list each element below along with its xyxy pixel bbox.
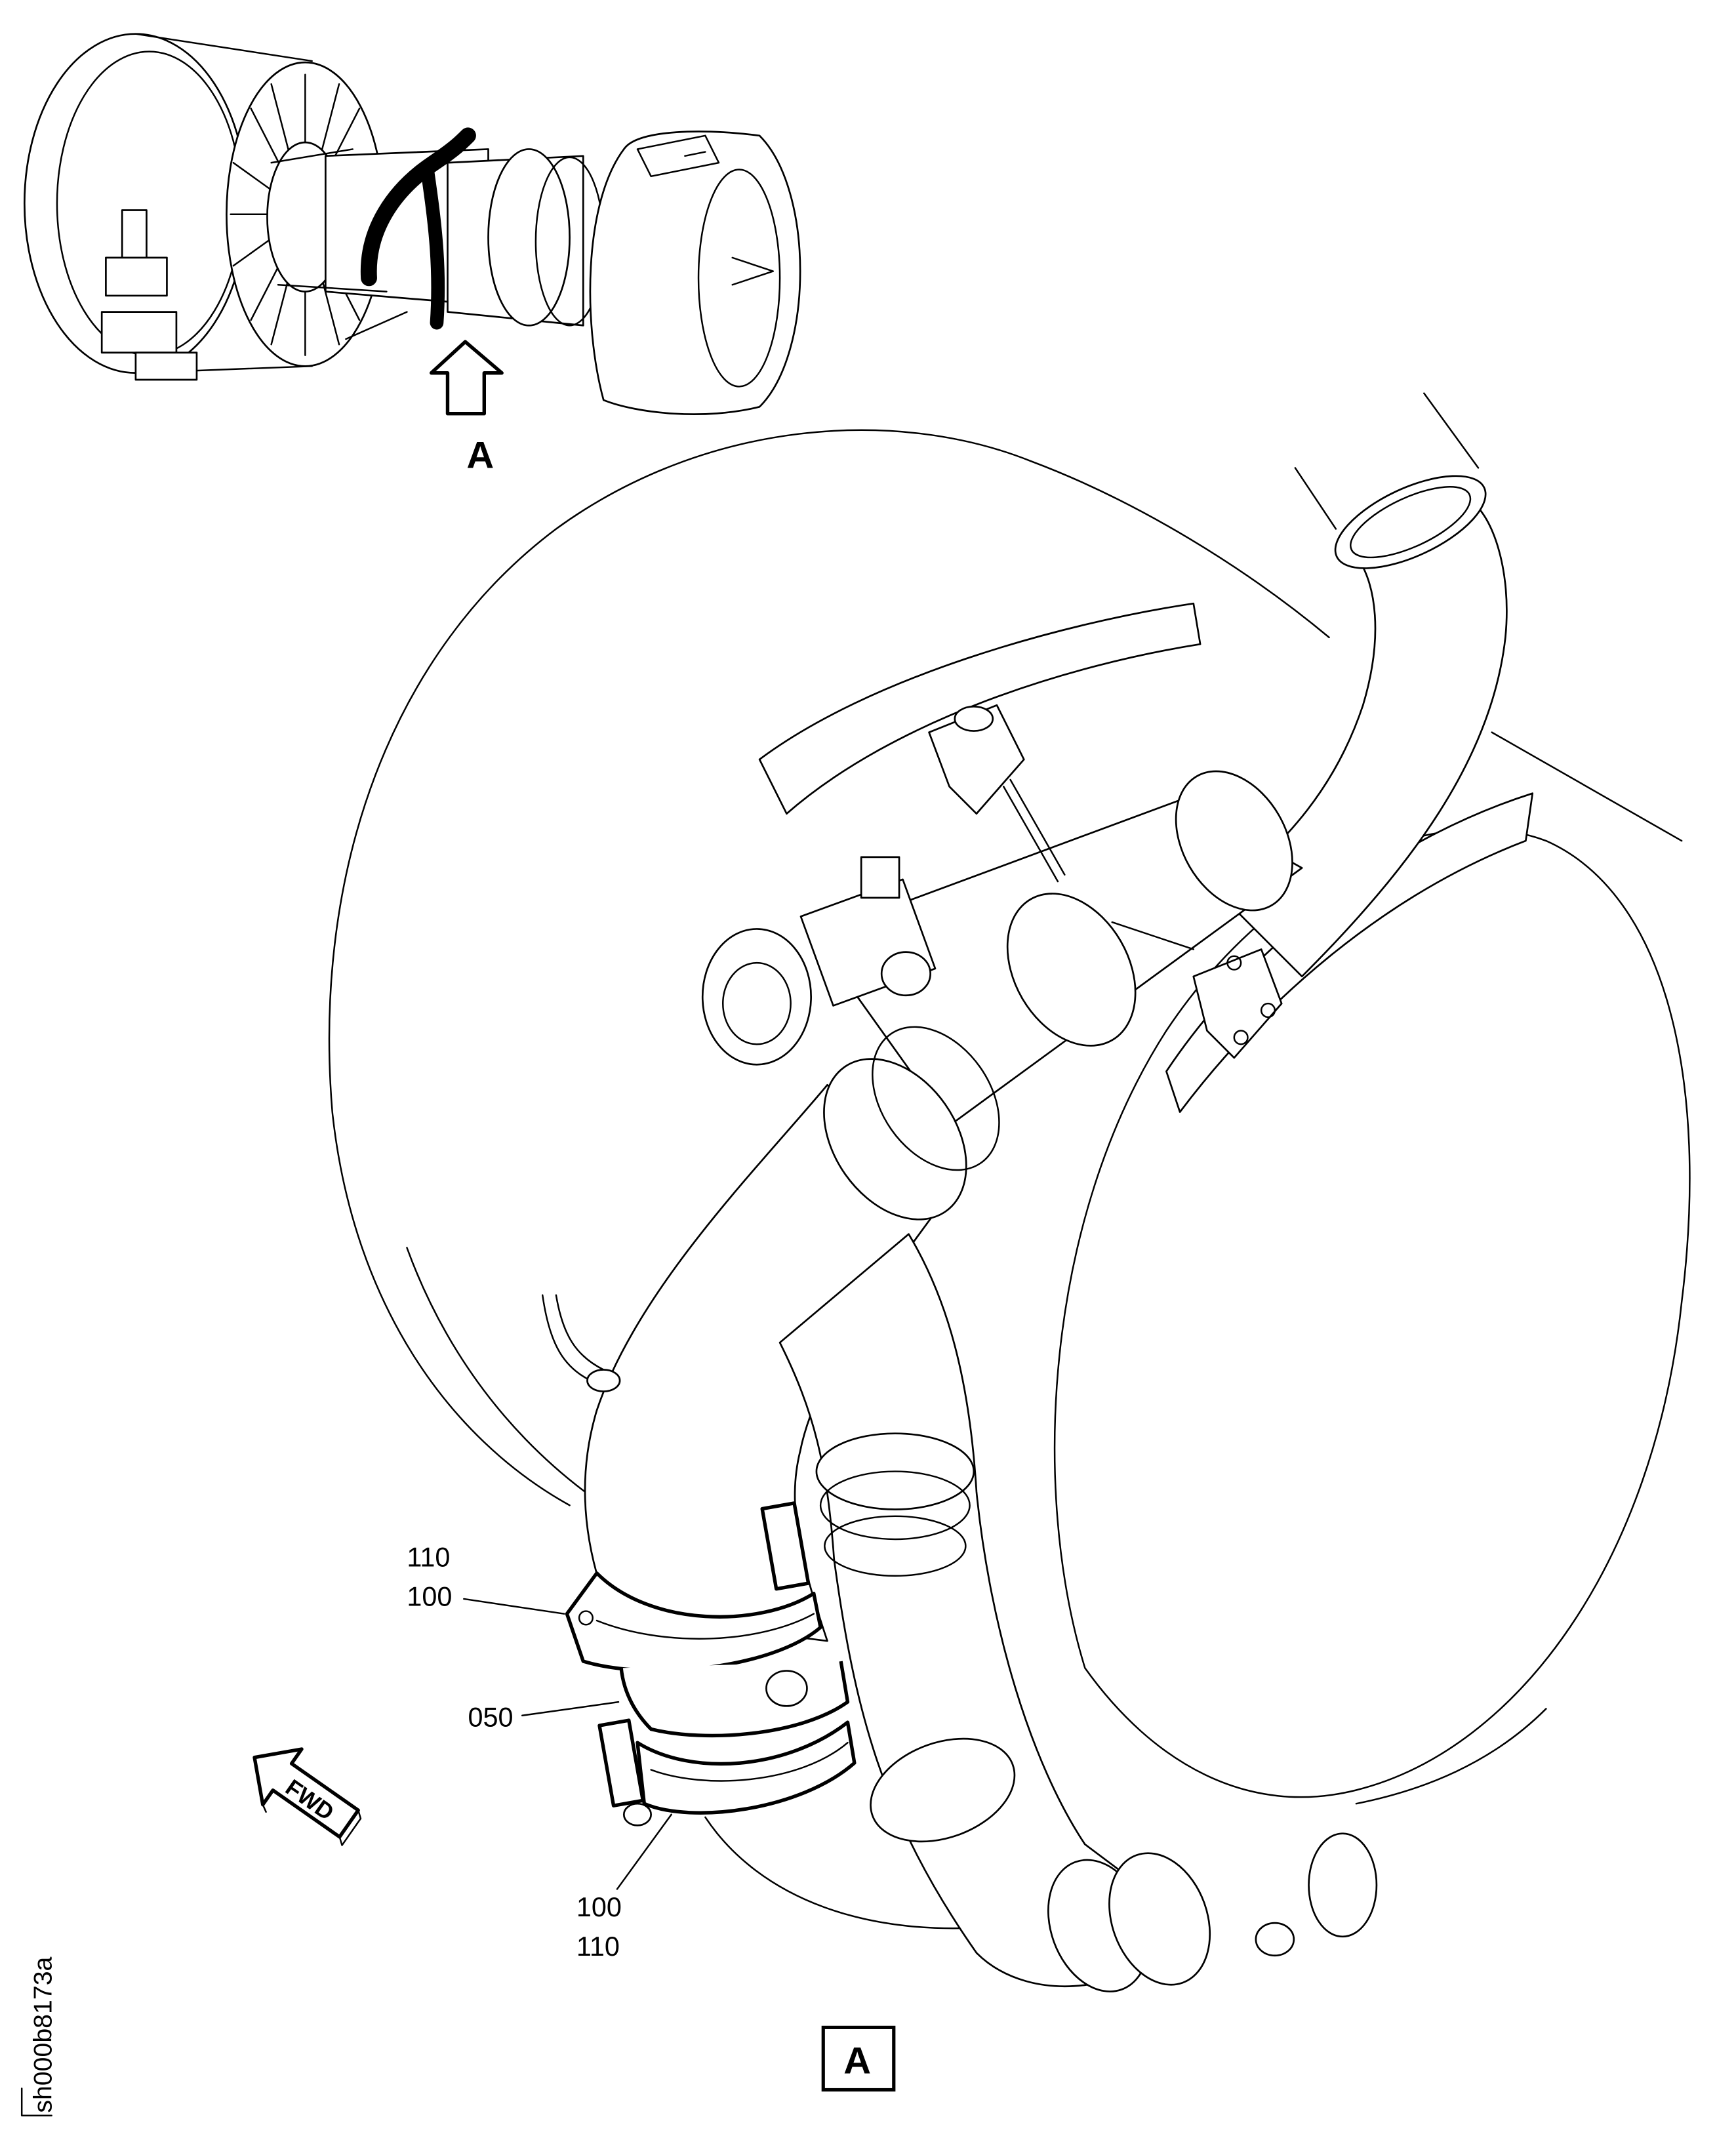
callout-upper-clamp-110: 110 [407, 1542, 450, 1572]
view-arrow-icon [429, 340, 504, 416]
view-label-box [821, 2025, 896, 2092]
leader-duct [521, 1701, 620, 1717]
fwd-arrow-icon: FWD [252, 1747, 362, 1846]
engine-overview [23, 33, 801, 416]
view-label: A [843, 2040, 871, 2082]
callout-duct-050: 050 [468, 1702, 513, 1732]
figure-id: sh000b8173a [29, 1956, 58, 2112]
callout-lower-clamp-110: 110 [576, 1931, 620, 1962]
view-callout-label: A [466, 434, 494, 476]
callout-lower-clamp-100: 100 [576, 1892, 622, 1922]
detail-view-a [328, 392, 1691, 1992]
lower-clamp [636, 1720, 857, 1815]
leader-lower-clamp [616, 1813, 672, 1890]
callout-upper-clamp-100: 100 [407, 1581, 452, 1611]
leader-upper-clamp [463, 1598, 565, 1615]
